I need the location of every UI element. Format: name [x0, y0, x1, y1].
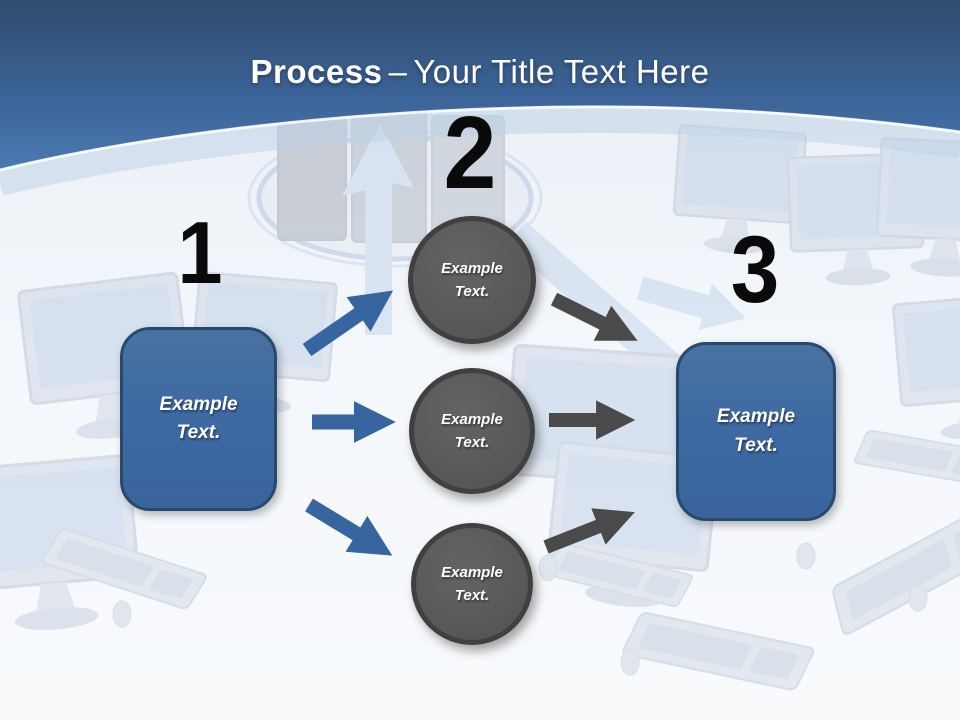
gray-arrows	[543, 292, 638, 554]
process-box-3: Example Text.	[676, 342, 836, 521]
process-circle-2-label: Example Text.	[441, 410, 503, 451]
title-separator: –	[388, 53, 408, 90]
title-regular-part: Your Title Text Here	[413, 53, 710, 90]
mouse-icon	[538, 554, 558, 582]
process-box-3-label: Example Text.	[716, 406, 796, 456]
process-circle-1: Example Text.	[408, 216, 536, 344]
blue-arrows	[302, 290, 396, 556]
process-circle-3: Example Text.	[411, 523, 533, 645]
mouse-icon	[112, 600, 132, 628]
curve-edge-highlight	[0, 105, 960, 172]
process-box-1-label: Example Text.	[159, 393, 238, 444]
mouse-icon	[796, 542, 816, 570]
step-number-2: 2	[443, 95, 497, 210]
mouse-icon	[620, 648, 640, 676]
arrow-circle3-to-box3-icon	[543, 508, 635, 554]
arrow-box1-to-circle3-icon	[305, 498, 393, 556]
process-circle-3-label: Example Text.	[441, 563, 503, 604]
process-circle-2: Example Text.	[409, 368, 535, 494]
step-number-3: 3	[730, 217, 780, 323]
arrow-circle1-to-box3-icon	[550, 292, 638, 341]
arrow-box1-to-circle1-icon	[302, 290, 394, 357]
step-number-1: 1	[177, 203, 223, 302]
process-circle-1-label: Example Text.	[441, 259, 503, 300]
mouse-icon	[908, 584, 928, 612]
process-box-1: Example Text.	[120, 327, 277, 511]
curve-glow-band	[0, 106, 960, 196]
slide-title: Process–Your Title Text Here	[0, 53, 960, 91]
title-bold-part: Process	[250, 53, 383, 90]
server-towers-icon	[277, 105, 505, 245]
